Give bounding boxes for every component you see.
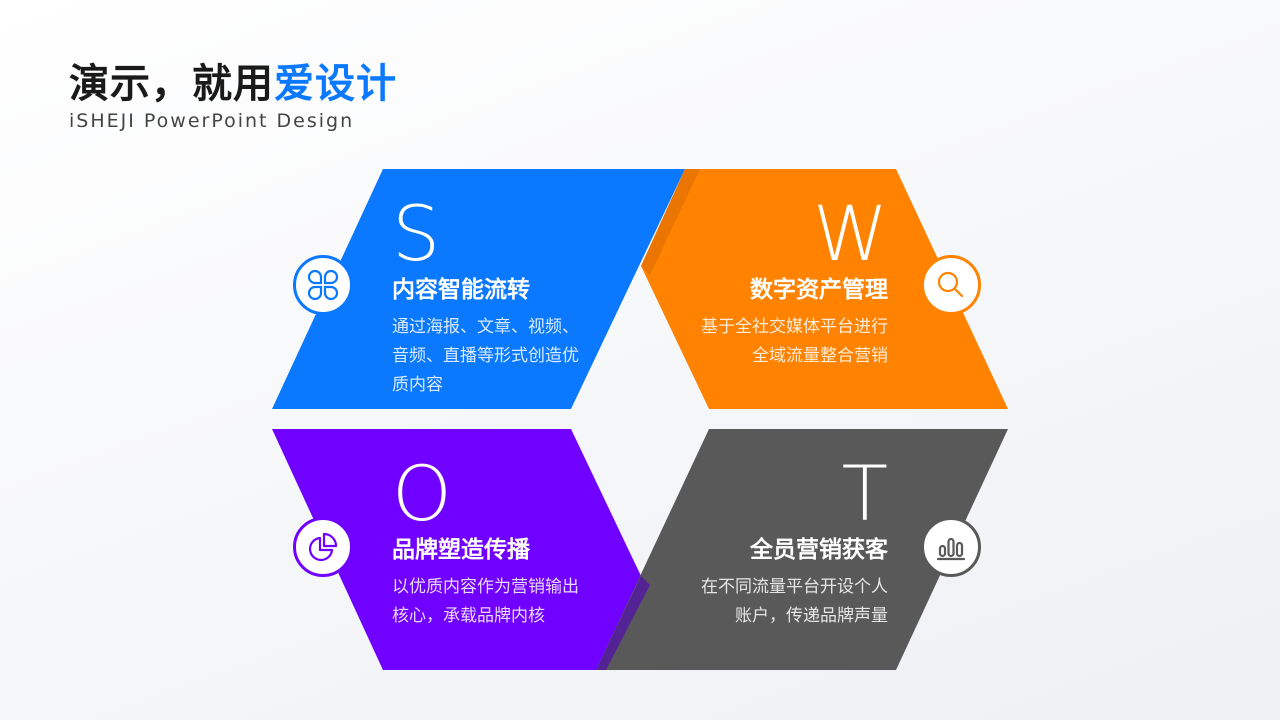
weaknesses-content: W 数字资产管理 基于全社交媒体平台进行 全域流量整合营销 bbox=[678, 196, 888, 370]
threats-desc-line: 在不同流量平台开设个人 bbox=[701, 577, 888, 596]
strengths-content: S 内容智能流转 通过海报、文章、视频、 音频、直播等形式创造优 质内容 bbox=[392, 196, 602, 399]
header: 演示，就用爱设计 iSHEJI PowerPoint Design bbox=[69, 60, 397, 132]
title-main: 演示，就用 bbox=[69, 61, 274, 107]
weaknesses-letter: W bbox=[812, 189, 888, 278]
weaknesses-shape bbox=[641, 169, 1008, 409]
strengths-desc-line: 通过海报、文章、视频、 bbox=[392, 317, 579, 336]
weaknesses-shadow bbox=[641, 169, 700, 275]
opportunities-desc-line: 以优质内容作为营销输出 bbox=[392, 577, 579, 596]
threats-letter: T bbox=[841, 449, 888, 538]
weaknesses-desc-line: 基于全社交媒体平台进行 bbox=[701, 317, 888, 336]
weaknesses-desc: 基于全社交媒体平台进行 全域流量整合营销 bbox=[678, 312, 888, 370]
threats-desc: 在不同流量平台开设个人 账户，传递品牌声量 bbox=[678, 572, 888, 630]
strengths-desc-line: 音频、直播等形式创造优 bbox=[392, 346, 579, 365]
title-highlight: 爱设计 bbox=[274, 61, 397, 107]
opportunities-content: O 品牌塑造传播 以优质内容作为营销输出 核心，承载品牌内核 bbox=[392, 456, 602, 630]
threats-heading: 全员营销获客 bbox=[750, 536, 888, 562]
grid-icon bbox=[293, 255, 353, 315]
opportunities-desc: 以优质内容作为营销输出 核心，承载品牌内核 bbox=[392, 572, 602, 630]
strengths-letter: S bbox=[392, 189, 441, 278]
page-title: 演示，就用爱设计 bbox=[69, 60, 397, 108]
opportunities-shape bbox=[272, 429, 641, 670]
opportunities-desc-line: 核心，承载品牌内核 bbox=[392, 606, 545, 625]
opportunities-heading: 品牌塑造传播 bbox=[392, 536, 530, 562]
opportunities-shadow bbox=[596, 576, 650, 670]
pie-chart-icon bbox=[293, 517, 353, 577]
strengths-desc-line: 质内容 bbox=[392, 375, 443, 394]
weaknesses-desc-line: 全域流量整合营销 bbox=[752, 346, 888, 365]
threats-shape bbox=[596, 429, 1008, 670]
bar-chart-icon bbox=[921, 517, 981, 577]
strengths-heading: 内容智能流转 bbox=[392, 276, 530, 302]
opportunities-letter: O bbox=[392, 449, 452, 538]
weaknesses-heading: 数字资产管理 bbox=[750, 276, 888, 302]
search-icon bbox=[921, 255, 981, 315]
page-subtitle: iSHEJI PowerPoint Design bbox=[69, 110, 355, 132]
threats-content: T 全员营销获客 在不同流量平台开设个人 账户，传递品牌声量 bbox=[678, 456, 888, 630]
strengths-shape bbox=[272, 169, 685, 409]
threats-desc-line: 账户，传递品牌声量 bbox=[735, 606, 888, 625]
strengths-desc: 通过海报、文章、视频、 音频、直播等形式创造优 质内容 bbox=[392, 312, 602, 399]
